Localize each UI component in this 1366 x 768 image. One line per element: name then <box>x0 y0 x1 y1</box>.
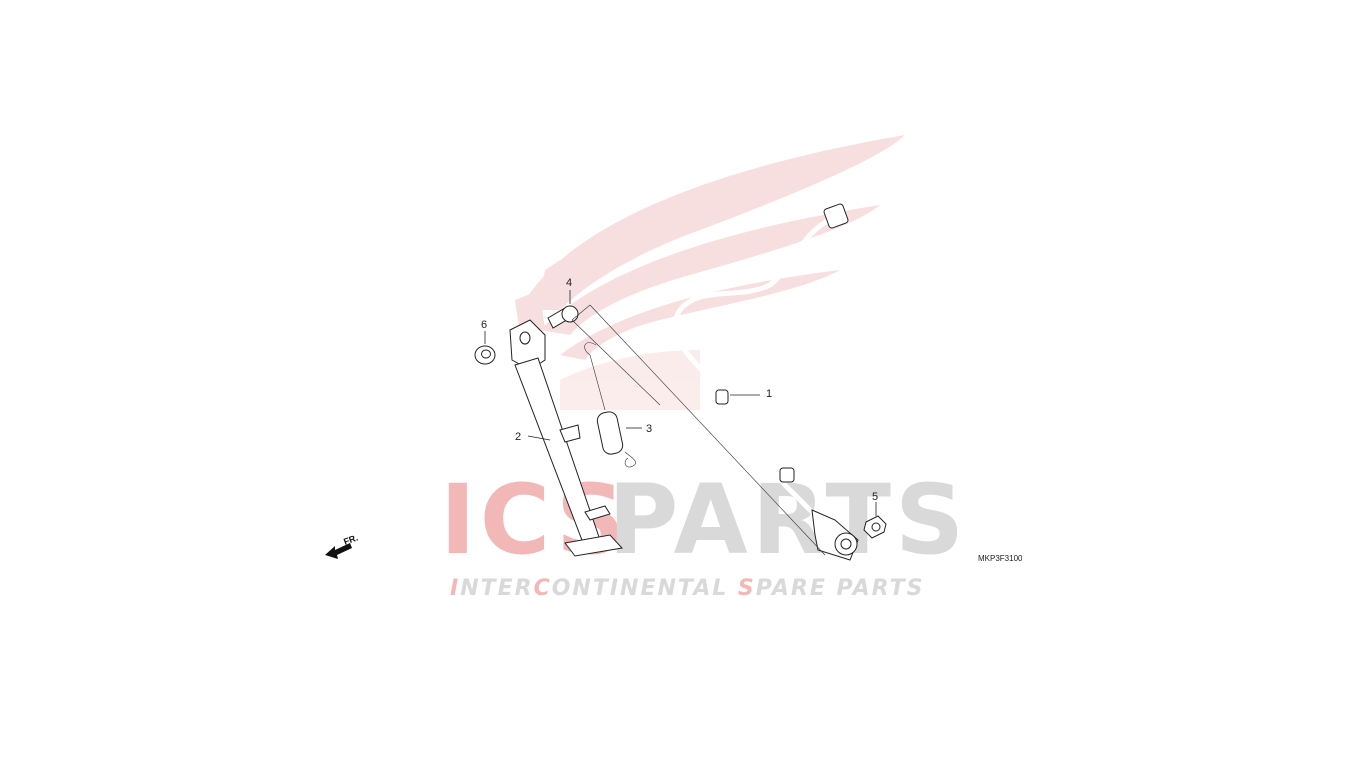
part-4-bolt[interactable] <box>547 290 579 329</box>
part-6-nut[interactable] <box>474 331 496 365</box>
callout-1: 1 <box>766 388 772 400</box>
callout-5: 5 <box>872 491 878 503</box>
watermark-logo-part1: ICS <box>440 464 629 576</box>
ics-parts-watermark: ICS PARTS INTERCONTINENTAL SPARE PARTS <box>440 464 964 601</box>
tagline-segment: C <box>534 576 552 601</box>
callout-6: 6 <box>481 319 487 331</box>
front-label: FR. <box>342 533 359 547</box>
part-3-spring[interactable] <box>584 342 642 468</box>
callout-4: 4 <box>566 277 572 289</box>
part-5-bolt[interactable] <box>863 502 887 539</box>
front-direction-arrow: FR. <box>325 533 359 559</box>
part-2-side-stand[interactable] <box>509 319 623 557</box>
part-1-side-stand-switch[interactable] <box>672 203 859 561</box>
watermark-tagline: INTERCONTINENTAL SPARE PARTS <box>450 576 924 601</box>
diagram-code: MKP3F3100 <box>978 554 1023 563</box>
tagline-segment: S <box>738 576 756 601</box>
tagline-segment: I <box>450 576 460 601</box>
callout-2: 2 <box>515 431 521 443</box>
tagline-segment: NTER <box>460 576 533 601</box>
wing-logo-watermark <box>515 135 905 410</box>
callout-3: 3 <box>646 423 652 435</box>
tagline-segment: PARE PARTS <box>756 576 925 601</box>
assembly-lines <box>571 304 826 556</box>
tagline-segment: ONTINENTAL <box>552 576 738 601</box>
